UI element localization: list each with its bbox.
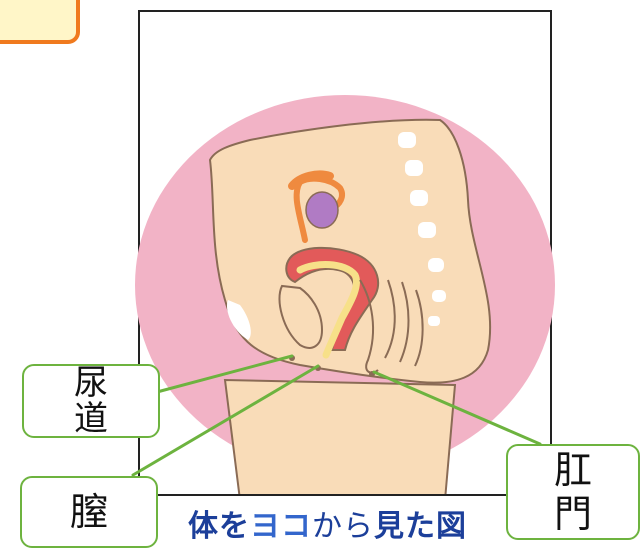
caption-part-3: から: [312, 509, 374, 544]
fallopian-tube: [293, 175, 345, 243]
caption-part-4: 見た図: [374, 509, 467, 544]
urethra-leader-line: [155, 354, 294, 394]
tube-fimbria: [288, 170, 334, 190]
vagina-label-text: 膣: [69, 490, 108, 534]
caption-part-1: 体を: [188, 509, 250, 544]
buttock-folds: [384, 279, 424, 367]
vagina-label: 膣: [20, 476, 158, 548]
vagina-canal-shape: [296, 261, 360, 359]
thigh-shape: [223, 378, 457, 494]
vagina-leader-line: [131, 364, 320, 477]
belly-highlight: [226, 300, 251, 340]
urethra-label: 尿 道: [22, 364, 160, 438]
leader-lines: [131, 354, 542, 477]
caption-part-2: ヨコ: [250, 509, 312, 544]
corner-box: [0, 0, 80, 44]
spine-vertebrae: [398, 132, 446, 326]
urethra-label-char-1: 尿: [74, 363, 108, 403]
urethra-label-char-2: 道: [74, 399, 108, 439]
caption: 体をヨコから見た図: [188, 512, 467, 542]
ovary: [305, 191, 339, 229]
anus-label-char-1: 肛: [553, 448, 592, 492]
anus-leader-line: [372, 370, 542, 446]
bladder-shape: [278, 284, 324, 349]
anus-label: 肛 門: [506, 444, 640, 540]
anus-label-char-2: 門: [553, 492, 592, 536]
